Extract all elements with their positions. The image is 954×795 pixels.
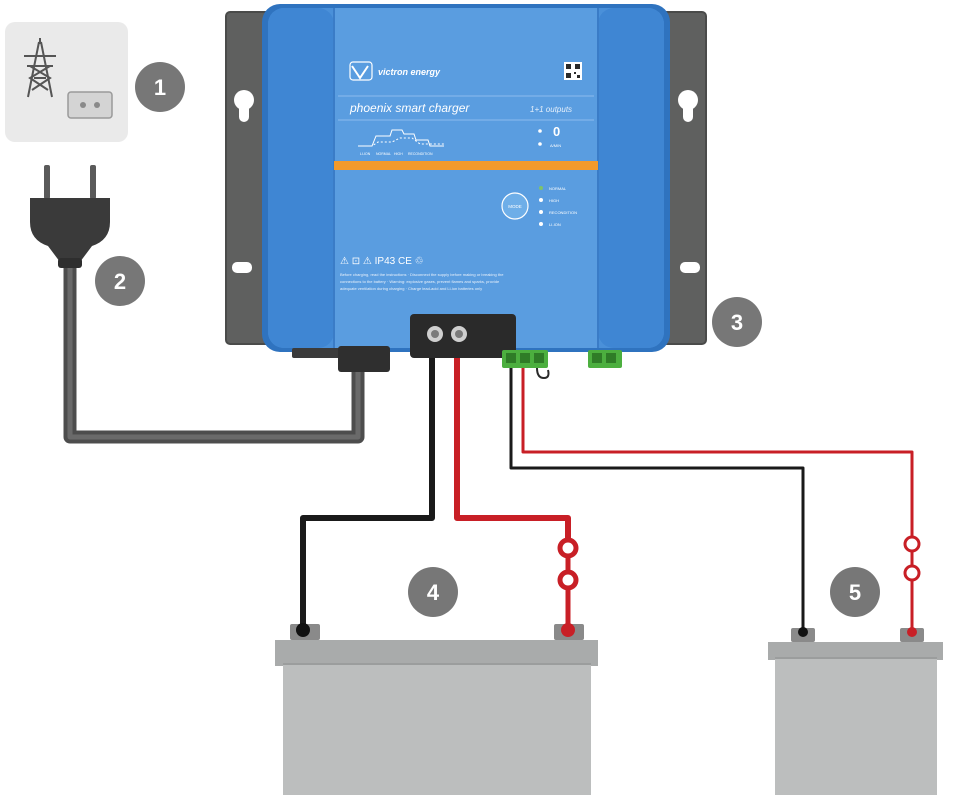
qr-code-icon	[564, 62, 582, 80]
warning-line: adequate ventilation during charging · C…	[340, 286, 482, 291]
mode-label: NORMAL	[376, 152, 391, 156]
led-label: NORMAL	[549, 186, 567, 191]
fuse-icon	[903, 535, 921, 630]
mains-plug-icon	[30, 165, 110, 268]
current-readout: 0	[553, 124, 560, 139]
callout-3: 3	[712, 297, 762, 347]
callout-1: 1	[135, 62, 185, 112]
callout-4: 4	[408, 567, 458, 617]
led-label: LI-ION	[549, 222, 561, 227]
output-count: 1+1 outputs	[530, 105, 572, 114]
callout-2-label: 2	[114, 269, 126, 294]
second-battery	[768, 627, 943, 795]
fuse-icon	[557, 537, 579, 628]
red-cable-aux	[521, 368, 914, 536]
victron-logo-icon	[349, 61, 373, 81]
black-cable-main	[300, 358, 435, 628]
keyhole-slot-icon	[678, 90, 698, 122]
callout-1-label: 1	[154, 75, 166, 100]
power-pylon-icon	[24, 38, 56, 98]
callout-2: 2	[95, 256, 145, 306]
wall-socket-icon	[67, 91, 113, 119]
status-leds	[539, 186, 543, 226]
charger-body: victron energy phoenix smart charger 1+1…	[262, 4, 670, 352]
black-cable-aux	[509, 368, 805, 630]
mode-label: RECONDITION	[408, 152, 433, 156]
callout-4-label: 4	[427, 580, 440, 605]
callout-3-label: 3	[731, 310, 743, 335]
orange-stripe	[334, 161, 598, 170]
mode-button[interactable]: MODE	[501, 192, 529, 220]
aux-terminal-green	[588, 350, 622, 368]
certification-marks: ⚠ ⊡ ⚠ IP43 CE ♲	[340, 256, 424, 267]
brand-name: victron energy	[378, 67, 441, 77]
led-label: HIGH	[549, 198, 559, 203]
aux-terminal-green	[502, 350, 548, 368]
mode-button-label: MODE	[508, 204, 522, 209]
led-label: RECONDITION	[549, 210, 577, 215]
main-battery	[275, 623, 598, 795]
charge-curve-icon	[358, 129, 444, 147]
product-name: phoenix smart charger	[349, 101, 470, 115]
callout-5: 5	[830, 567, 880, 617]
warning-line: Before charging, read the instructions ·…	[340, 272, 504, 277]
red-cable-main	[454, 358, 571, 540]
keyhole-slot-icon	[234, 90, 254, 122]
current-unit: A/MIN	[550, 143, 561, 148]
mode-label: LI-ION	[360, 152, 371, 156]
warning-line: connections to the battery · Warning: ex…	[340, 279, 500, 284]
dc-terminal-block	[292, 314, 516, 372]
callout-5-label: 5	[849, 580, 861, 605]
mode-label: HIGH	[394, 152, 403, 156]
mains-supply-tile	[5, 22, 128, 142]
